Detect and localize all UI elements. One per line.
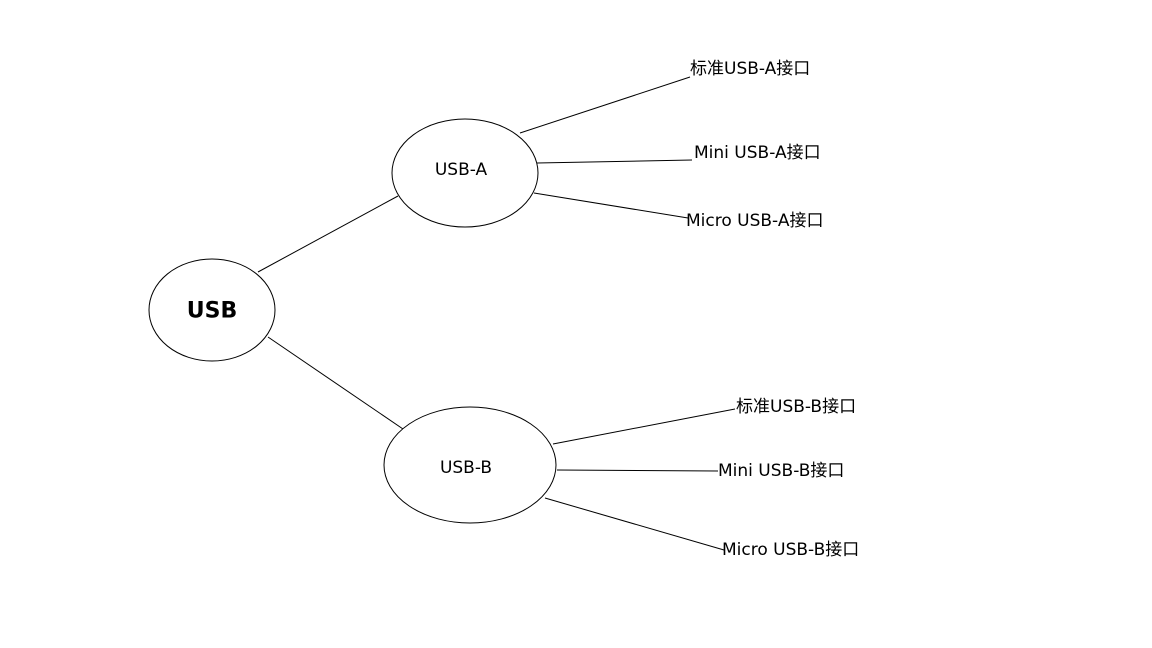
usb-a-node: USB-A — [391, 118, 539, 228]
usb-a-leaf-mini: Mini USB-A接口 — [694, 143, 821, 163]
edge-usb-b-leaf-1 — [552, 408, 736, 445]
edge-root-usb-a — [257, 195, 399, 273]
edge-usb-b-leaf-2 — [556, 469, 719, 472]
usb-a-node-label: USB-A — [435, 160, 488, 180]
usb-b-node-label: USB-B — [440, 458, 492, 478]
root-node: USB — [148, 258, 276, 362]
usb-b-leaf-micro: Micro USB-B接口 — [722, 540, 859, 560]
usb-a-node-ellipse — [391, 118, 539, 228]
usb-a-leaf-micro: Micro USB-A接口 — [686, 211, 823, 231]
edge-usb-a-leaf-3 — [533, 192, 689, 219]
edge-root-usb-b — [267, 336, 404, 430]
root-node-label: USB — [187, 299, 237, 324]
root-node-ellipse — [148, 258, 276, 362]
edge-usb-a-leaf-2 — [536, 159, 693, 164]
edge-usb-b-leaf-3 — [544, 497, 725, 551]
usb-a-leaf-standard: 标准USB-A接口 — [690, 59, 810, 79]
usb-b-leaf-standard: 标准USB-B接口 — [736, 397, 856, 417]
usb-b-node-ellipse — [383, 406, 557, 524]
usb-b-node: USB-B — [383, 406, 557, 524]
usb-b-leaf-mini: Mini USB-B接口 — [718, 461, 844, 481]
edge-usb-a-leaf-1 — [519, 76, 691, 134]
